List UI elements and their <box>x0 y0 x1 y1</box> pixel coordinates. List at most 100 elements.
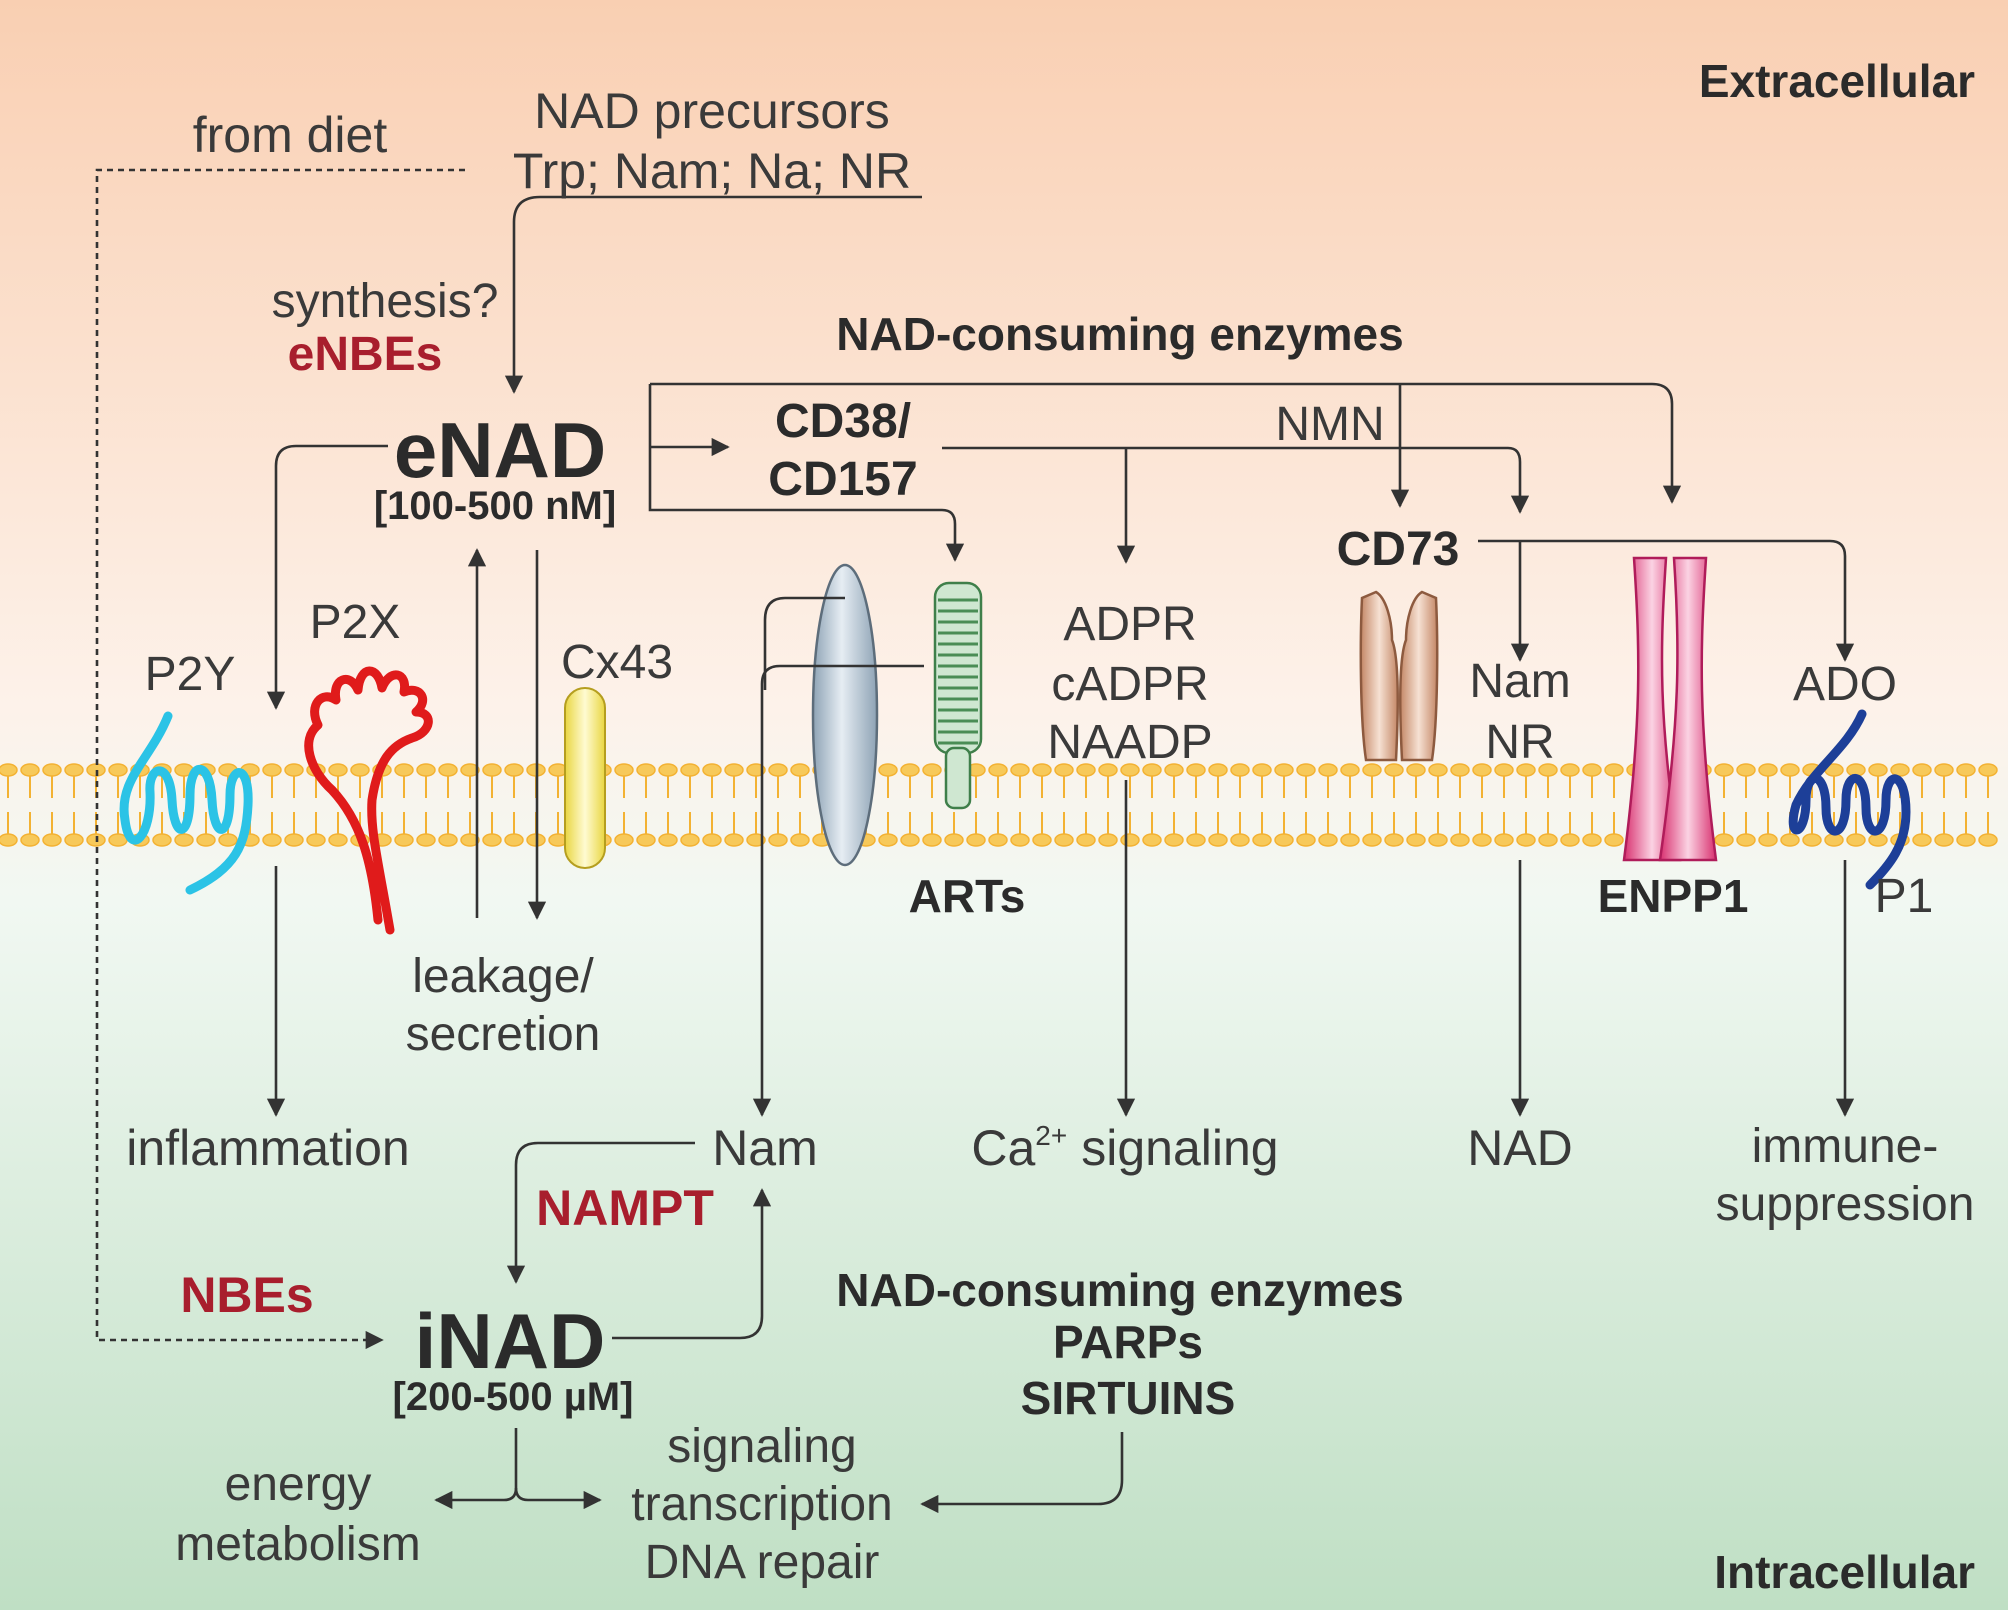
enad-concentration: [100-500 nM] <box>374 484 616 528</box>
lipid-head <box>1076 763 1096 777</box>
lipid-head <box>1582 833 1602 847</box>
lipid-head <box>1494 763 1514 777</box>
lipid-head <box>152 833 172 847</box>
lipid-head <box>64 763 84 777</box>
lipid-head <box>1230 833 1250 847</box>
lipid-head <box>20 763 40 777</box>
lipid-head <box>1934 763 1954 777</box>
lipid-head <box>42 833 62 847</box>
lipid-head <box>1978 763 1998 777</box>
lipid-head <box>460 833 480 847</box>
cd73-enzyme-icon <box>1359 590 1439 762</box>
leakage-label: leakage/ <box>412 950 594 1003</box>
lipid-head <box>64 833 84 847</box>
lipid-head <box>394 763 414 777</box>
lipid-head <box>702 833 722 847</box>
secretion-label: secretion <box>406 1008 601 1061</box>
lipid-head <box>1032 833 1052 847</box>
lipid-head <box>218 833 238 847</box>
lipid-head <box>636 833 656 847</box>
lipid-head <box>1296 833 1316 847</box>
lipid-head <box>1912 763 1932 777</box>
lipid-head <box>768 763 788 777</box>
lipid-head <box>1450 833 1470 847</box>
lipid-head <box>20 833 40 847</box>
lipid-head <box>108 763 128 777</box>
nr-extracellular-label: NR <box>1485 716 1554 769</box>
lipid-head <box>1120 763 1140 777</box>
parps-label: PARPs <box>1053 1316 1203 1368</box>
lipid-head <box>1252 763 1272 777</box>
lipid-head <box>504 763 524 777</box>
lipid-head <box>1010 763 1030 777</box>
nmn-label: NMN <box>1275 398 1384 451</box>
lipid-head <box>0 833 18 847</box>
lipid-head <box>1362 763 1382 777</box>
lipid-head <box>1472 763 1492 777</box>
lipid-head <box>922 763 942 777</box>
lipid-head <box>1560 833 1580 847</box>
lipid-head <box>680 833 700 847</box>
inad-concentration: [200-500 µM] <box>393 1375 634 1419</box>
lipid-head <box>306 833 326 847</box>
lipid-head <box>1912 833 1932 847</box>
lipid-head <box>0 763 18 777</box>
lipid-head <box>1032 763 1052 777</box>
cx43-channel-icon <box>564 687 606 869</box>
lipid-head <box>1252 833 1272 847</box>
immune-label-line1: immune- <box>1752 1120 1939 1173</box>
cd73-label: CD73 <box>1337 523 1460 576</box>
enad-label: eNAD <box>394 406 606 494</box>
lipid-head <box>1186 763 1206 777</box>
lipid-head <box>614 763 634 777</box>
lipid-head <box>416 763 436 777</box>
lipid-head <box>1428 833 1448 847</box>
lipid-head <box>724 833 744 847</box>
p2y-receptor-icon <box>119 711 253 895</box>
lipid-head <box>1406 833 1426 847</box>
p2x-receptor-icon <box>304 666 433 935</box>
lipid-head <box>1956 833 1976 847</box>
lipid-head <box>790 763 810 777</box>
lipid-head <box>658 763 678 777</box>
extracellular-consumers-title: NAD-consuming enzymes <box>836 308 1403 360</box>
lipid-head <box>1758 763 1778 777</box>
ca-signaling-label: Ca2+signaling <box>971 1120 1278 1176</box>
lipid-head <box>1538 763 1558 777</box>
lipid-head <box>1362 833 1382 847</box>
lipid-head <box>922 833 942 847</box>
intracellular-consumers-title: NAD-consuming enzymes <box>836 1264 1403 1316</box>
lipid-head <box>1494 833 1514 847</box>
lipid-head <box>900 763 920 777</box>
adpr-label: ADPR <box>1063 598 1196 651</box>
lipid-head <box>1142 833 1162 847</box>
signaling-label: signaling <box>667 1420 856 1473</box>
lipid-head <box>460 763 480 777</box>
lipid-head <box>1428 763 1448 777</box>
lipid-head <box>438 763 458 777</box>
lipid-head <box>174 833 194 847</box>
lipid-head <box>284 763 304 777</box>
cd38-label-line1: CD38/ <box>775 395 911 448</box>
sirtuins-label: SIRTUINS <box>1021 1372 1236 1424</box>
lipid-head <box>1054 833 1074 847</box>
nam-intracellular-label: Nam <box>712 1120 818 1176</box>
lipid-head <box>262 763 282 777</box>
enbes-label: eNBEs <box>288 328 443 381</box>
inad-label: iNAD <box>415 1297 606 1385</box>
lipid-head <box>1824 833 1844 847</box>
lipid-head <box>196 833 216 847</box>
region-label-intracellular: Intracellular <box>1714 1546 1975 1598</box>
lipid-head <box>790 833 810 847</box>
lipid-head <box>394 833 414 847</box>
lipid-head <box>1934 833 1954 847</box>
dna-repair-label: DNA repair <box>645 1536 880 1589</box>
lipid-head <box>1604 833 1624 847</box>
lipid-head <box>1230 763 1250 777</box>
lipid-head <box>1406 763 1426 777</box>
lipid-head <box>1890 763 1910 777</box>
nampt-label: NAMPT <box>536 1180 714 1236</box>
lipid-head <box>1098 763 1118 777</box>
